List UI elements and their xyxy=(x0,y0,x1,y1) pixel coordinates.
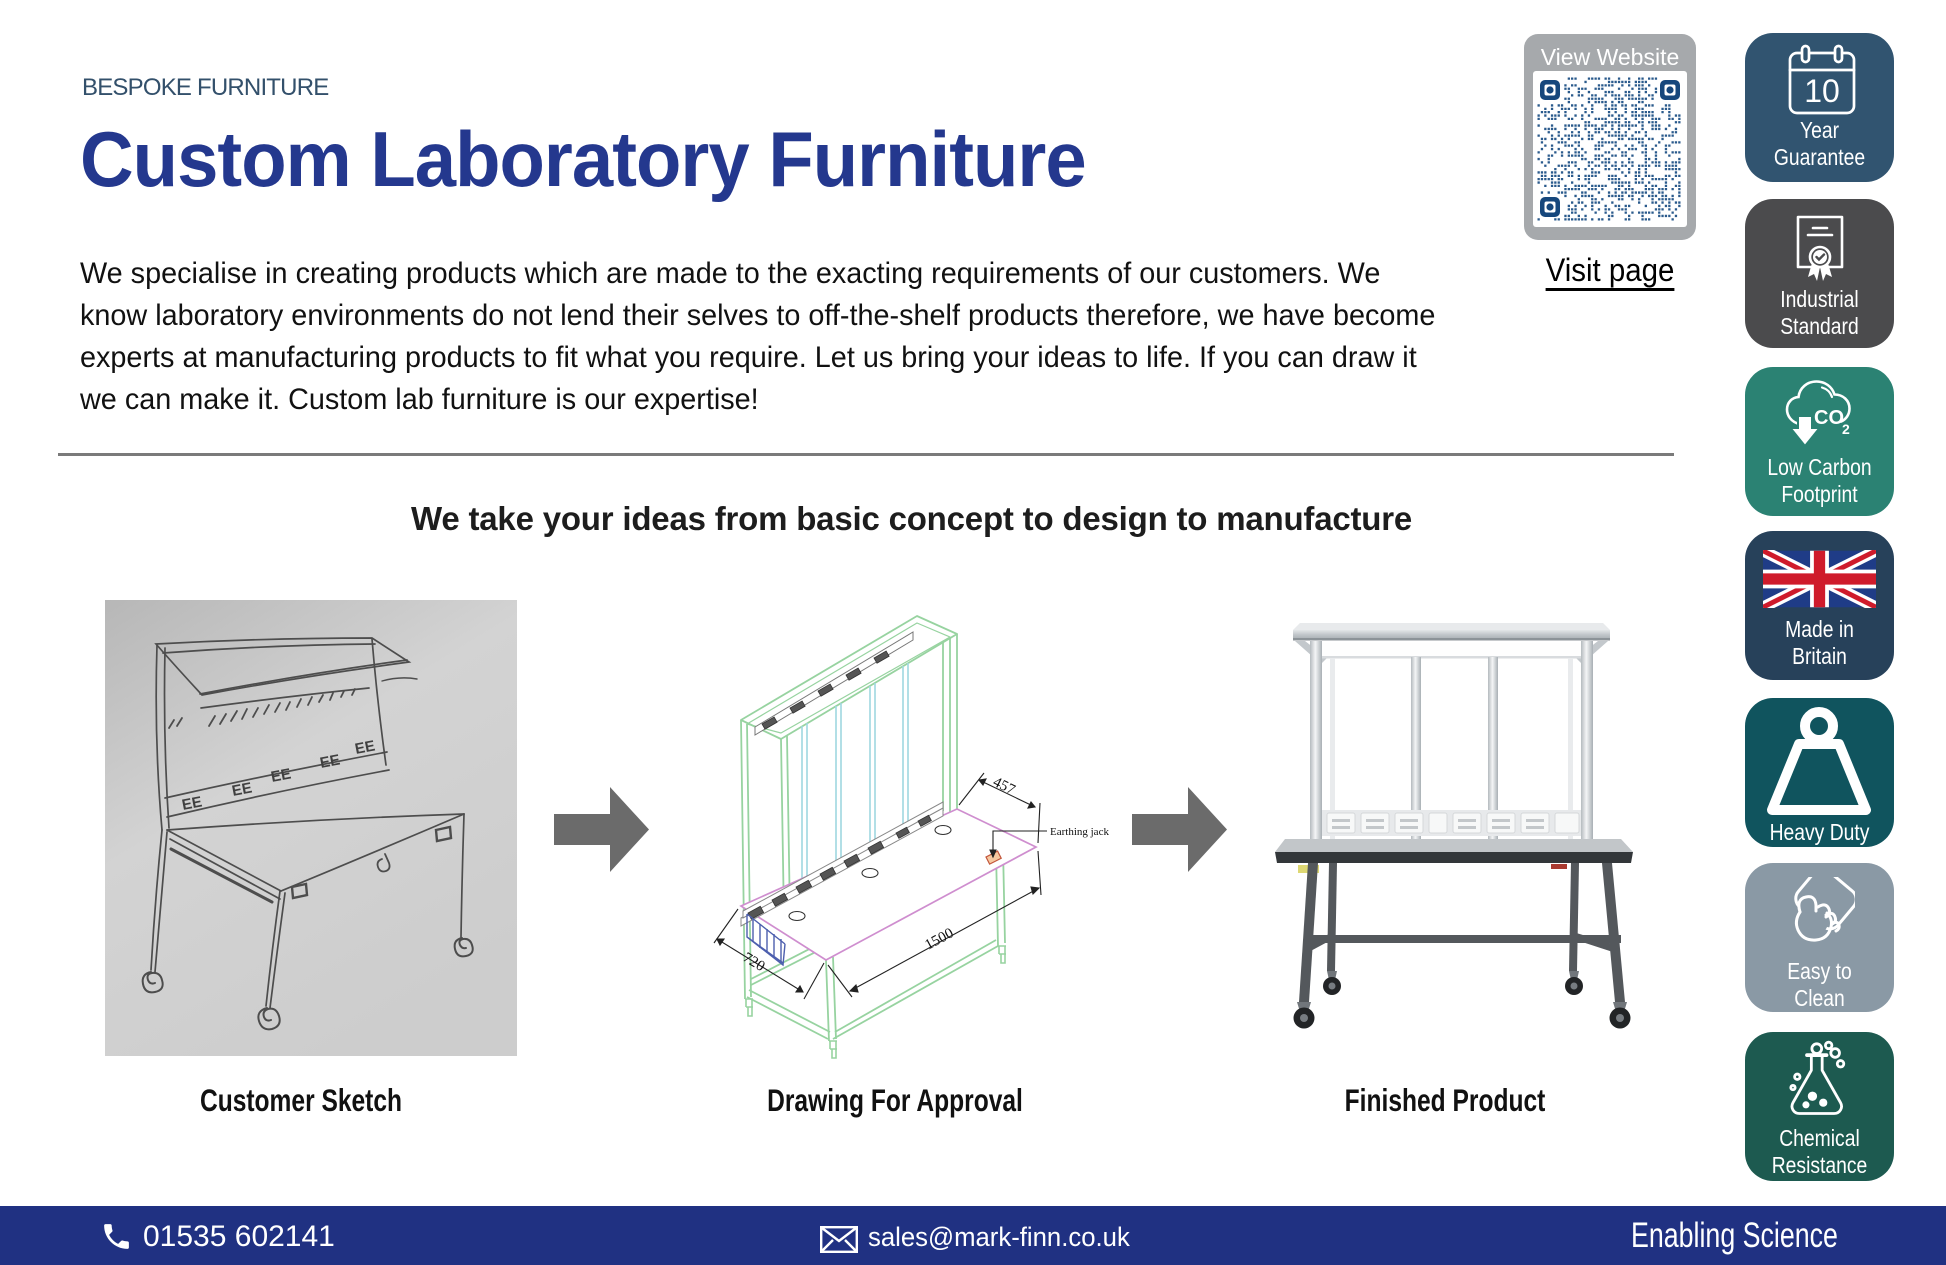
svg-text:CO: CO xyxy=(1814,407,1844,429)
svg-text:ΕΕ: ΕΕ xyxy=(319,751,342,772)
svg-text:1500: 1500 xyxy=(922,925,956,953)
svg-text:ΕΕ: ΕΕ xyxy=(354,737,377,758)
svg-text:ΕΕ: ΕΕ xyxy=(270,765,293,786)
svg-text:ΕΕ: ΕΕ xyxy=(181,793,204,814)
svg-text:2: 2 xyxy=(1842,421,1850,437)
svg-text:Earthing jack: Earthing jack xyxy=(1050,826,1109,838)
svg-text:457: 457 xyxy=(990,774,1018,798)
svg-text:ΕΕ: ΕΕ xyxy=(231,779,254,800)
svg-text:10: 10 xyxy=(1804,73,1840,109)
